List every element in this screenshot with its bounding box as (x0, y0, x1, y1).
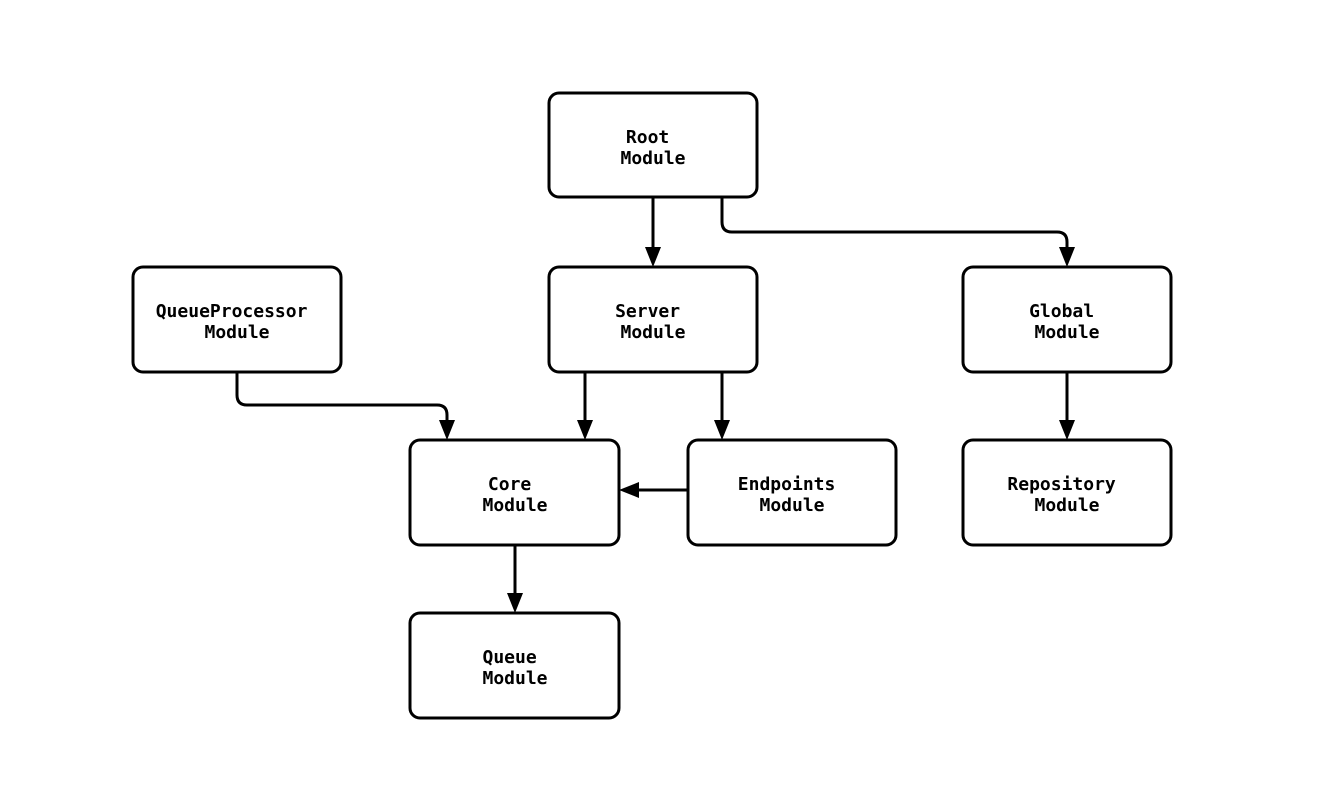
node-repository-module-box (961, 438, 1173, 547)
node-queue-module-label: Queue Module (482, 647, 547, 689)
node-global-module-box (961, 265, 1173, 374)
node-queueprocessor-module-label: QueueProcessor Module (156, 301, 319, 343)
edges-layer (235, 197, 1075, 613)
node-repository-module-label: Repository Module (1007, 474, 1126, 516)
node-endpoints-module-label: Endpoints Module (738, 474, 846, 516)
node-queueprocessor-module: QueueProcessor Module (131, 265, 343, 374)
edge-root-module-to-global-module (720, 197, 1075, 267)
node-server-module-label: Server Module (615, 301, 691, 343)
node-core-module: Core Module (408, 438, 621, 547)
node-global-module-label: Global Module (1029, 301, 1105, 343)
edge-queueprocessor-module-to-core-module (235, 372, 455, 440)
node-repository-module: Repository Module (961, 438, 1173, 547)
node-core-module-label: Core Module (482, 474, 547, 516)
node-root-module-label: Root Module (620, 127, 685, 169)
node-endpoints-module: Endpoints Module (686, 438, 898, 547)
node-queue-module: Queue Module (408, 611, 621, 720)
node-root-module: Root Module (547, 91, 759, 199)
node-global-module: Global Module (961, 265, 1173, 374)
node-core-module-box (408, 438, 621, 547)
node-server-module-box (547, 265, 759, 374)
node-queueprocessor-module-box (131, 265, 343, 374)
node-endpoints-module-box (686, 438, 898, 547)
nodes-layer: Root Module QueueProcessor Module Server… (131, 91, 1173, 720)
node-server-module: Server Module (547, 265, 759, 374)
node-queue-module-box (408, 611, 621, 720)
node-root-module-box (547, 91, 759, 199)
